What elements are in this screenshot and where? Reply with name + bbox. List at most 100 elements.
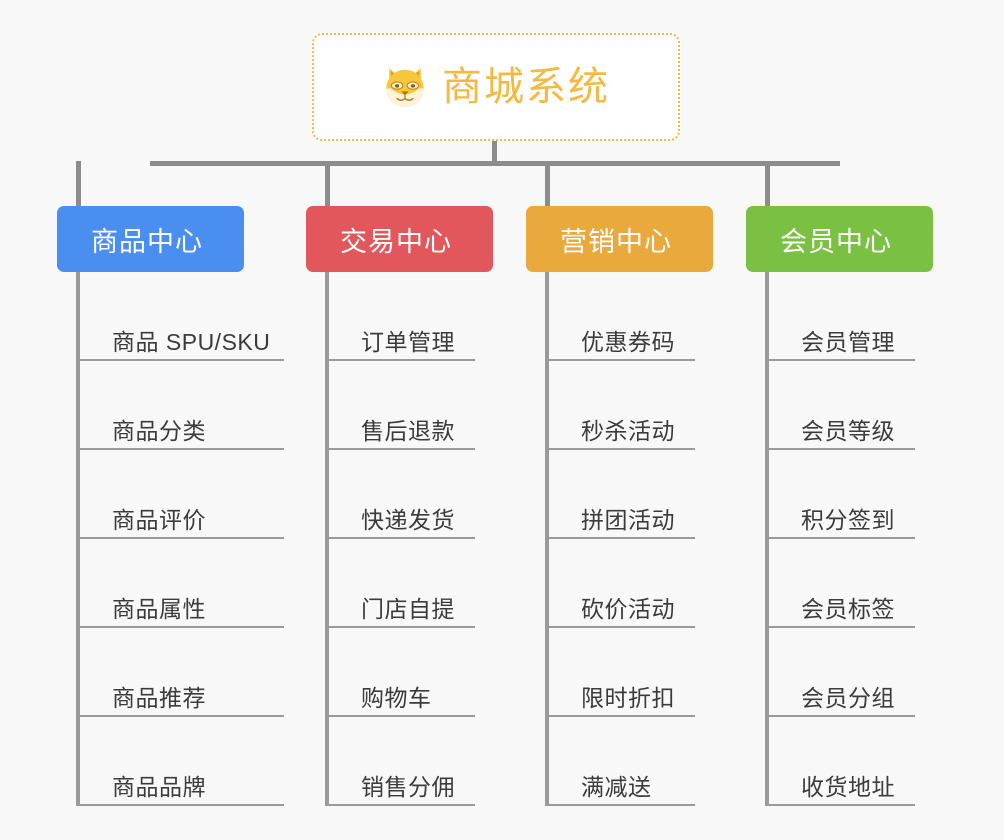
category-header-marketing-center[interactable]: 营销中心 [526,206,713,272]
category-header-label: 营销中心 [560,226,672,257]
list-item-label: 优惠券码 [581,328,675,355]
list-item-label: 购物车 [361,684,432,711]
list-item-label: 会员分组 [801,684,895,711]
category-column-member-center: 会员中心会员管理会员等级积分签到会员标签会员分组收货地址 [746,206,933,806]
list-item-label: 秒杀活动 [581,417,675,444]
list-item[interactable]: 商品分类 [76,361,284,450]
list-item[interactable]: 商品推荐 [76,628,284,717]
list-item-underline [765,626,915,628]
list-item-underline [545,537,695,539]
root-node-label: 商城系统 [442,65,610,109]
list-item[interactable]: 会员分组 [765,628,915,717]
connector-drop-member-center [765,161,770,206]
connector-drop-product-center [76,161,81,206]
root-node-shopping-mall-system[interactable]: 商城系统 [312,33,680,141]
list-item[interactable]: 拼团活动 [545,450,695,539]
list-item-label: 收货地址 [801,773,895,800]
list-item-label: 门店自提 [361,595,455,622]
list-item-underline [765,537,915,539]
item-list-trade-center: 订单管理售后退款快递发货门店自提购物车销售分佣 [325,272,475,806]
list-item-underline [76,715,284,717]
list-item-label: 售后退款 [361,417,455,444]
list-item[interactable]: 满减送 [545,717,695,806]
spine-marketing-center [545,272,549,806]
list-item-underline [545,804,695,806]
list-item[interactable]: 销售分佣 [325,717,475,806]
list-item-label: 满减送 [581,773,652,800]
list-item-underline [765,448,915,450]
list-item-underline [76,359,284,361]
list-item-label: 商品品牌 [112,773,206,800]
list-item[interactable]: 购物车 [325,628,475,717]
category-header-label: 会员中心 [780,226,892,257]
list-item[interactable]: 限时折扣 [545,628,695,717]
list-item-underline [76,626,284,628]
list-item-label: 商品分类 [112,417,206,444]
list-item-label: 销售分佣 [361,773,455,800]
list-item-underline [76,537,284,539]
category-header-label: 商品中心 [91,226,203,257]
list-item[interactable]: 积分签到 [765,450,915,539]
connector-drop-trade-center [325,161,330,206]
item-list-marketing-center: 优惠券码秒杀活动拼团活动砍价活动限时折扣满减送 [545,272,695,806]
list-item-underline [545,359,695,361]
spine-product-center [76,272,80,806]
connector-drop-marketing-center [545,161,550,206]
list-item[interactable]: 订单管理 [325,272,475,361]
list-item-label: 商品 SPU/SKU [112,328,271,355]
list-item-underline [545,448,695,450]
list-item[interactable]: 会员管理 [765,272,915,361]
category-header-label: 交易中心 [340,226,452,257]
list-item-underline [325,448,475,450]
list-item-label: 快递发货 [361,506,455,533]
list-item-underline [325,715,475,717]
category-header-product-center[interactable]: 商品中心 [57,206,244,272]
list-item-label: 商品推荐 [112,684,206,711]
list-item-underline [545,715,695,717]
list-item[interactable]: 会员标签 [765,539,915,628]
category-column-marketing-center: 营销中心优惠券码秒杀活动拼团活动砍价活动限时折扣满减送 [526,206,713,806]
category-column-trade-center: 交易中心订单管理售后退款快递发货门店自提购物车销售分佣 [306,206,493,806]
list-item-label: 会员标签 [801,595,895,622]
list-item-underline [325,359,475,361]
category-header-member-center[interactable]: 会员中心 [746,206,933,272]
list-item-underline [765,359,915,361]
category-column-product-center: 商品中心商品 SPU/SKU 商品分类商品评价商品属性商品推荐商品品牌 [57,206,284,806]
list-item[interactable]: 商品属性 [76,539,284,628]
list-item[interactable]: 快递发货 [325,450,475,539]
list-item[interactable]: 砍价活动 [545,539,695,628]
list-item-label: 会员等级 [801,417,895,444]
list-item-label: 商品评价 [112,506,206,533]
list-item-label: 订单管理 [361,328,455,355]
list-item[interactable]: 会员等级 [765,361,915,450]
list-item-underline [765,804,915,806]
list-item[interactable]: 优惠券码 [545,272,695,361]
list-item-label: 限时折扣 [581,684,675,711]
item-list-product-center: 商品 SPU/SKU 商品分类商品评价商品属性商品推荐商品品牌 [76,272,284,806]
shiba-dog-icon [382,64,428,110]
list-item-underline [76,448,284,450]
list-item[interactable]: 秒杀活动 [545,361,695,450]
list-item[interactable]: 收货地址 [765,717,915,806]
spine-member-center [765,272,769,806]
list-item-label: 拼团活动 [581,506,675,533]
list-item-underline [325,804,475,806]
list-item[interactable]: 门店自提 [325,539,475,628]
list-item[interactable]: 商品 SPU/SKU [76,272,284,361]
list-item-label: 积分签到 [801,506,895,533]
list-item-label: 砍价活动 [581,595,675,622]
list-item-underline [325,537,475,539]
category-header-trade-center[interactable]: 交易中心 [306,206,493,272]
list-item[interactable]: 商品评价 [76,450,284,539]
connector-root-vertical [492,141,497,164]
list-item-label: 会员管理 [801,328,895,355]
list-item-underline [325,626,475,628]
list-item-underline [765,715,915,717]
list-item[interactable]: 售后退款 [325,361,475,450]
item-list-member-center: 会员管理会员等级积分签到会员标签会员分组收货地址 [765,272,915,806]
list-item-underline [76,804,284,806]
list-item[interactable]: 商品品牌 [76,717,284,806]
list-item-underline [545,626,695,628]
connector-horizontal-bus [150,161,840,166]
